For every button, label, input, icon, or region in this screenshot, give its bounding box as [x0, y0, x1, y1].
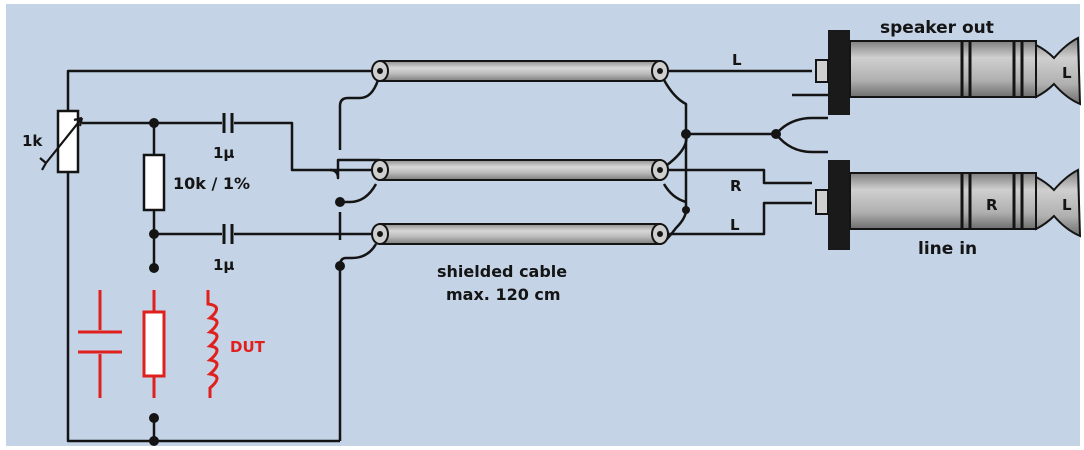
cable-middle: [371, 159, 669, 181]
cable-bottom: [371, 223, 669, 245]
label-resistor: 10k / 1%: [173, 174, 250, 193]
dut-capacitor-symbol: [78, 290, 122, 398]
label-pot: 1k: [22, 132, 43, 150]
junction-dot: [149, 436, 159, 446]
junction-dots: [149, 118, 781, 446]
wire-shield-bot-left: [351, 243, 378, 260]
label-jack-bot-l: L: [1062, 196, 1072, 214]
wire-ground-bus-top: [338, 79, 380, 150]
label-wire-mid-r: R: [730, 177, 742, 195]
capacitor-bottom: [222, 224, 234, 244]
label-wire-top-l: L: [732, 51, 742, 69]
cable-top: [371, 60, 669, 82]
potentiometer: [39, 109, 84, 174]
label-cable-line1: shielded cable: [437, 262, 567, 281]
label-cap-top: 1µ: [213, 144, 234, 162]
label-jack-top-l: L: [1062, 64, 1072, 82]
wire-mid-r-a: [660, 168, 812, 185]
wire-left-down: [66, 172, 340, 443]
label-speaker-out: speaker out: [880, 18, 994, 38]
label-jack-bot-r: R: [986, 196, 998, 214]
resistor: [142, 153, 166, 212]
label-cap-bottom: 1µ: [213, 256, 234, 274]
speaker-out-jack: [815, 30, 1082, 115]
junction-dot: [681, 129, 691, 139]
capacitor-top: [222, 113, 234, 133]
junction-dot: [149, 263, 159, 273]
junction-dot: [682, 206, 690, 214]
label-wire-bot-l: L: [730, 216, 740, 234]
wire-shield-mid-left: [340, 183, 378, 204]
junction-dot: [771, 129, 781, 139]
label-dut: DUT: [230, 338, 266, 356]
label-line-in: line in: [918, 239, 977, 259]
dut-inductor-symbol: [206, 290, 219, 398]
junction-dot: [335, 197, 345, 207]
junction-dot: [149, 413, 159, 423]
wire-shield-mid-right: [662, 183, 687, 204]
label-cable-line2: max. 120 cm: [446, 285, 561, 304]
line-in-jack: [815, 160, 1082, 250]
junction-dot: [149, 118, 159, 128]
wire-shield-top-right: [662, 79, 688, 134]
dut-resistor-symbol: [142, 290, 166, 398]
wire-bot-l: [660, 201, 812, 236]
junction-dot: [335, 261, 345, 271]
junction-dot: [149, 229, 159, 239]
wire-cap-top-right: [234, 121, 380, 180]
wire-top-left: [66, 69, 380, 111]
